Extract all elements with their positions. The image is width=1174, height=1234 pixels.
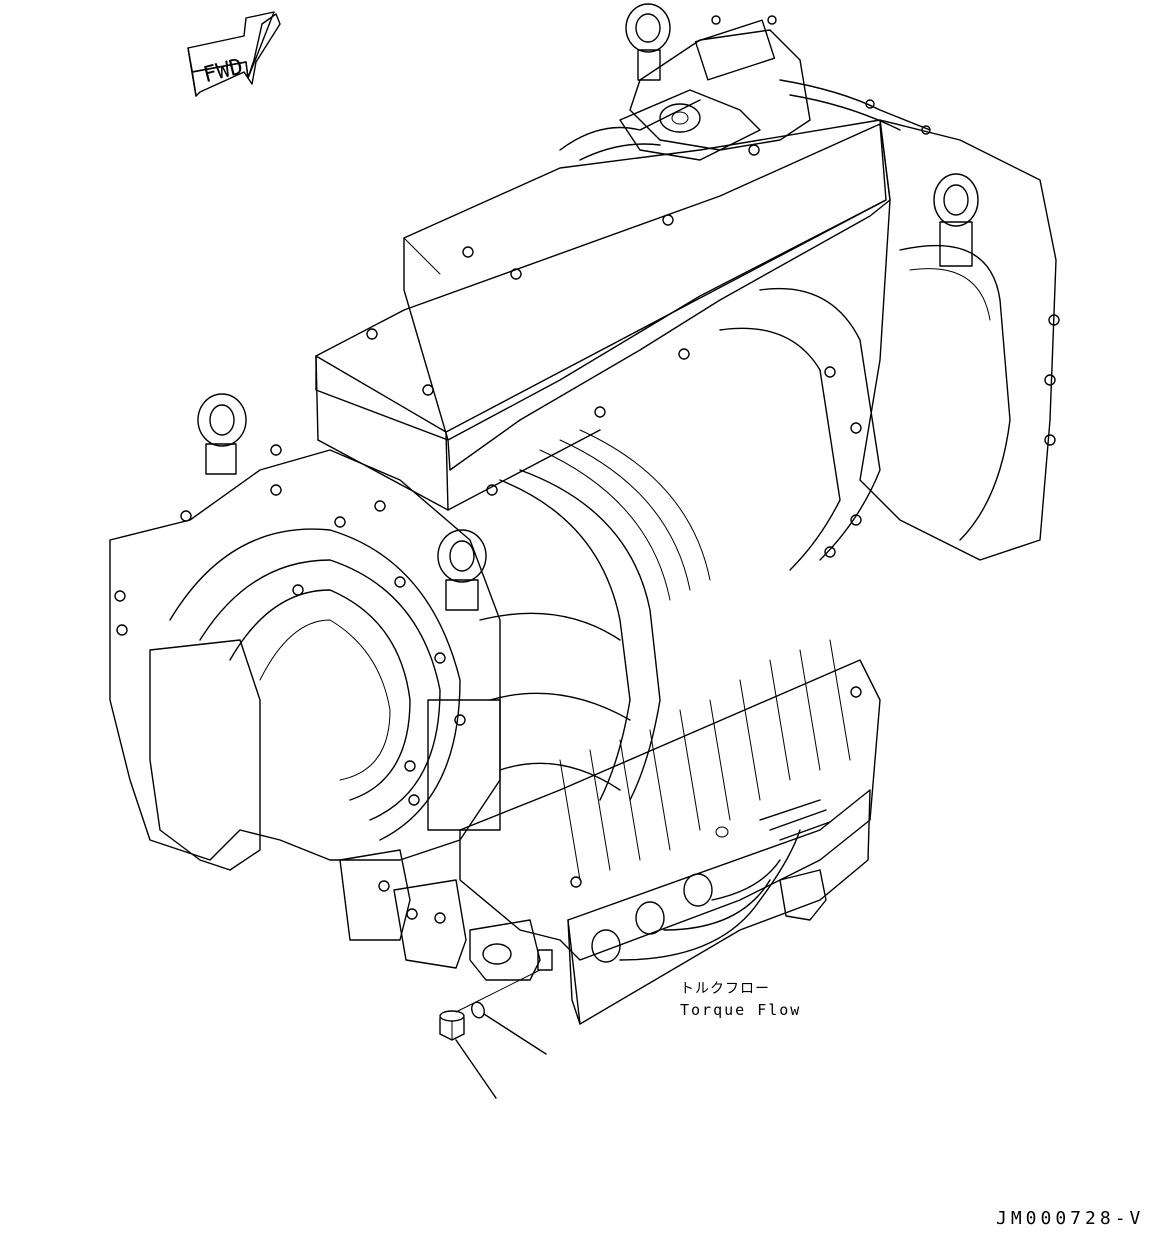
lifting-eye-top: [625, 3, 671, 81]
drain-plug: [439, 1010, 465, 1041]
lifting-eye-right: [933, 173, 979, 267]
control-valve: [559, 19, 931, 161]
leader-line-plug: [455, 1039, 497, 1099]
right-end-housing: [719, 119, 1057, 571]
lifting-eye-center: [437, 529, 487, 611]
upper-housing: [315, 119, 891, 511]
sensor-harness: [591, 799, 831, 963]
input-flange: [109, 449, 501, 871]
bolts: [114, 15, 1060, 924]
torque-flow-label-en: Torque Flow: [680, 1001, 802, 1019]
transmission-ribs: [479, 429, 711, 801]
torque-flow-label-jp: トルクフロー: [680, 981, 770, 997]
drawing-code: JM000728-V: [996, 1208, 1145, 1229]
oil-pan: [459, 639, 881, 1025]
assembly-line: [455, 969, 541, 1013]
leader-line-oring: [483, 1013, 547, 1055]
valve-blocks: [339, 849, 553, 981]
lifting-eye-left: [197, 393, 247, 475]
o-ring: [471, 1001, 485, 1019]
forward-arrow-icon: FWD: [187, 11, 281, 97]
